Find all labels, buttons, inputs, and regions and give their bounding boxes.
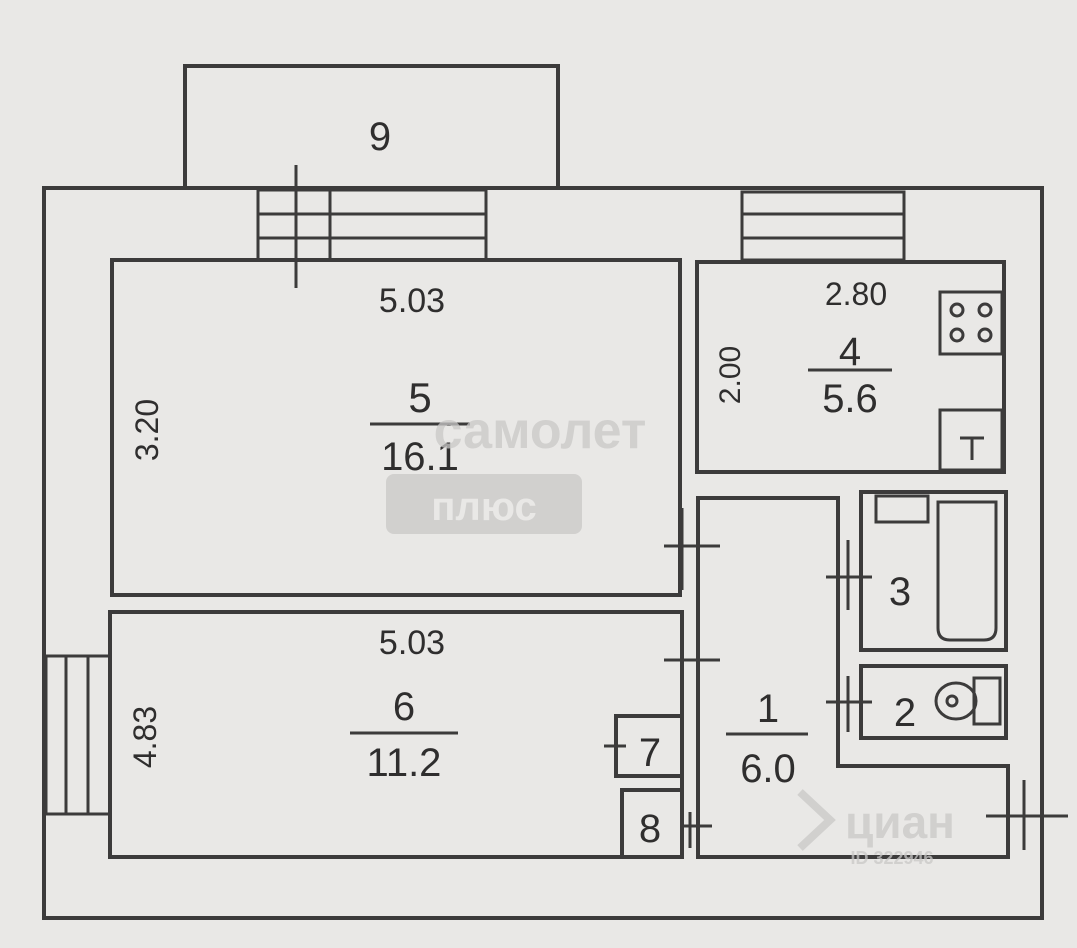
room-3-number: 3 bbox=[889, 570, 911, 614]
room-4-number: 4 bbox=[839, 330, 861, 374]
room-1-hall: 1 6.0 bbox=[696, 496, 1010, 859]
room-4-area: 5.6 bbox=[822, 377, 878, 421]
cian-id-text: ID 322946 bbox=[850, 848, 933, 868]
cian-text: циан bbox=[845, 796, 955, 848]
samolet-watermark: самолет плюс bbox=[386, 402, 646, 534]
door-marks bbox=[604, 508, 1068, 850]
washbasin-icon bbox=[874, 494, 930, 524]
room-5-width: 5.03 bbox=[379, 282, 445, 320]
plus-text: плюс bbox=[431, 485, 536, 529]
room-6-depth: 4.83 bbox=[127, 706, 163, 768]
room-6-area: 11.2 bbox=[367, 741, 442, 785]
room-9-balcony: 9 bbox=[183, 64, 560, 190]
window-balcony bbox=[256, 165, 488, 288]
window-kitchen bbox=[740, 190, 906, 262]
sink-icon bbox=[938, 408, 1004, 472]
cian-logo-icon bbox=[797, 789, 836, 851]
room-6-number: 6 bbox=[393, 685, 415, 729]
room-6-width: 5.03 bbox=[379, 624, 445, 662]
bathtub-icon bbox=[936, 500, 998, 642]
room-4-kitchen: 2.80 2.00 4 5.6 bbox=[695, 260, 1006, 474]
room-5-area: 16.1 bbox=[381, 435, 459, 479]
room-6-bedroom: 5.03 4.83 6 11.2 bbox=[108, 610, 684, 859]
room-2-number: 2 bbox=[894, 691, 916, 735]
room-4-width: 2.80 bbox=[825, 276, 887, 312]
room-7-number: 7 bbox=[639, 731, 661, 775]
room-8-number: 8 bbox=[639, 807, 661, 851]
room-8-closet: 8 bbox=[620, 788, 684, 859]
stove-icon bbox=[938, 290, 1004, 356]
room-9-number: 9 bbox=[369, 115, 391, 159]
room-5-number: 5 bbox=[408, 374, 431, 421]
room-2-toilet: 2 bbox=[859, 664, 1008, 740]
cian-watermark: циан ID 322946 bbox=[797, 789, 955, 868]
room-5-living: 5.03 3.20 5 16.1 bbox=[110, 258, 682, 597]
outer-walls bbox=[42, 186, 1044, 920]
window-bedroom bbox=[44, 654, 112, 816]
toilet-icon bbox=[934, 676, 1002, 726]
room-4-depth: 2.00 bbox=[714, 346, 747, 404]
room-5-depth: 3.20 bbox=[129, 399, 165, 461]
samolet-text: самолет bbox=[434, 402, 647, 460]
room-1-number: 1 bbox=[757, 687, 779, 731]
room-1-area: 6.0 bbox=[740, 747, 796, 791]
room-3-bathroom: 3 bbox=[859, 490, 1008, 652]
